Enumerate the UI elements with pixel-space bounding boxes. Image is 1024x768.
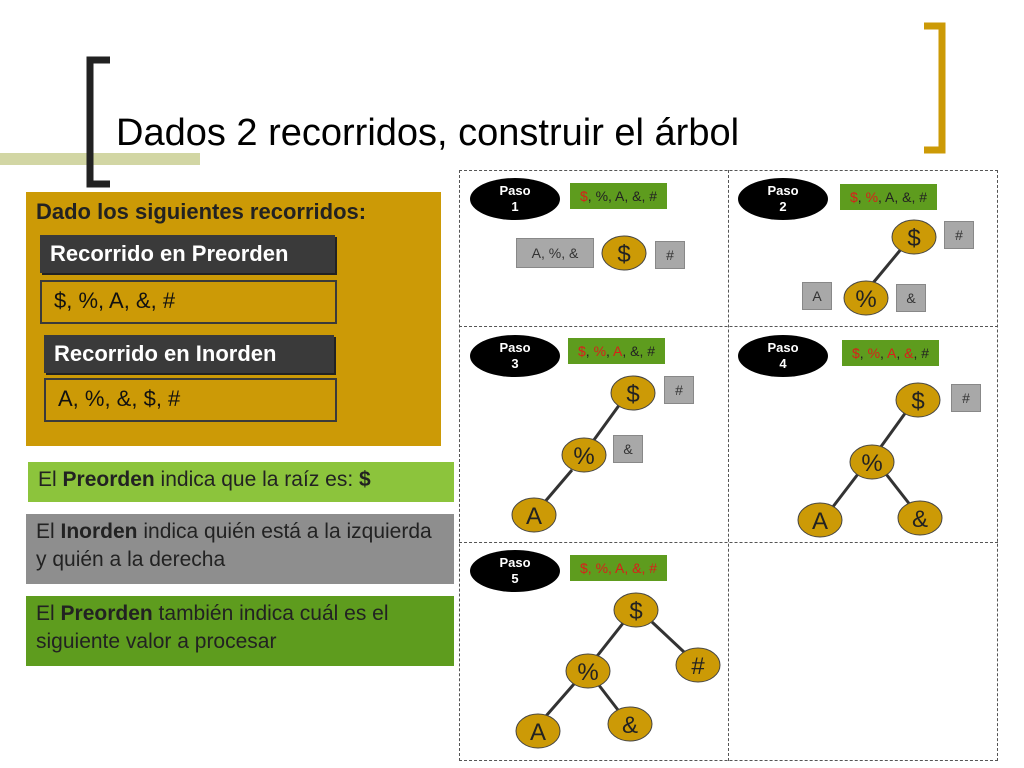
page-title: Dados 2 recorridos, construir el árbol xyxy=(116,112,740,154)
tree-node xyxy=(797,502,843,538)
edge-line xyxy=(830,473,860,509)
preorder-label: Recorrido en Preorden xyxy=(40,235,335,273)
tree-node xyxy=(891,219,937,255)
pending-right-subtree: # xyxy=(944,221,974,249)
node-label: A xyxy=(526,503,542,530)
traversals-panel xyxy=(26,192,441,446)
node-label: $ xyxy=(907,225,920,252)
pending-node: A xyxy=(802,282,832,310)
tree-node xyxy=(565,653,611,689)
left-bracket-icon xyxy=(86,56,110,188)
note-preorder-root: El Preorden indica que la raíz es: $ xyxy=(28,462,454,502)
node-label: % xyxy=(577,659,598,686)
pending-right-subtree: # xyxy=(655,241,685,269)
node-label: A xyxy=(530,719,546,746)
preorder-strip-step-3: $, %, A, &, # xyxy=(568,338,666,364)
tree-node xyxy=(610,375,656,411)
inorder-label: Recorrido en Inorden xyxy=(44,335,334,373)
title-accent-bar xyxy=(0,153,200,165)
note-preorder-next: El Preorden también indica cuál es el si… xyxy=(26,596,454,666)
tree-node xyxy=(561,437,607,473)
tree-node xyxy=(613,592,659,628)
tree-node xyxy=(849,444,895,480)
tree-node xyxy=(897,500,943,536)
node-label: & xyxy=(912,506,928,533)
preorder-strip-step-2: $, %, A, &, # xyxy=(840,184,938,210)
pending-node: & xyxy=(896,284,926,312)
preorder-strip-step-4: $, %, A, &, # xyxy=(842,340,940,366)
edge-line xyxy=(884,473,913,507)
tree-node xyxy=(607,706,653,742)
edge-line xyxy=(541,469,574,505)
node-label: $ xyxy=(911,388,924,415)
preorder-value: $, %, A, &, # xyxy=(40,280,337,324)
pending-left-subtree: A, %, & xyxy=(516,238,594,268)
pending-right-subtree: # xyxy=(951,384,981,412)
preorder-strip-step-5: $, %, A, &, # xyxy=(570,555,668,581)
node-label: $ xyxy=(626,381,639,408)
tree-node xyxy=(675,647,721,683)
node-label: # xyxy=(691,653,705,680)
edge-line xyxy=(596,683,620,711)
right-bracket-icon xyxy=(924,22,946,154)
node-label: % xyxy=(855,286,876,313)
edge-line xyxy=(650,620,686,654)
node-label: & xyxy=(622,712,638,739)
pending-node: & xyxy=(613,435,643,463)
node-label: $ xyxy=(617,241,630,268)
grid-divider xyxy=(728,170,729,761)
edge-line xyxy=(544,683,576,717)
panel-intro: Dado los siguientes recorridos: xyxy=(36,199,367,224)
node-label: $ xyxy=(629,598,642,625)
preorder-strip-step-1: $, %, A, &, # xyxy=(570,183,668,209)
tree-node xyxy=(843,280,889,316)
edge-line xyxy=(592,621,626,661)
note-inorder-sides: El Inorden indica quién está a la izquie… xyxy=(26,514,454,584)
node-label: A xyxy=(812,508,828,535)
pending-right-subtree: # xyxy=(664,376,694,404)
inorder-value: A, %, &, $, # xyxy=(44,378,337,422)
tree-node xyxy=(601,235,647,271)
tree-node xyxy=(895,382,941,418)
edge-line xyxy=(589,403,622,445)
node-label: % xyxy=(861,450,882,477)
edge-line xyxy=(878,411,908,449)
node-label: % xyxy=(573,443,594,470)
tree-node xyxy=(515,713,561,749)
tree-node xyxy=(511,497,557,533)
